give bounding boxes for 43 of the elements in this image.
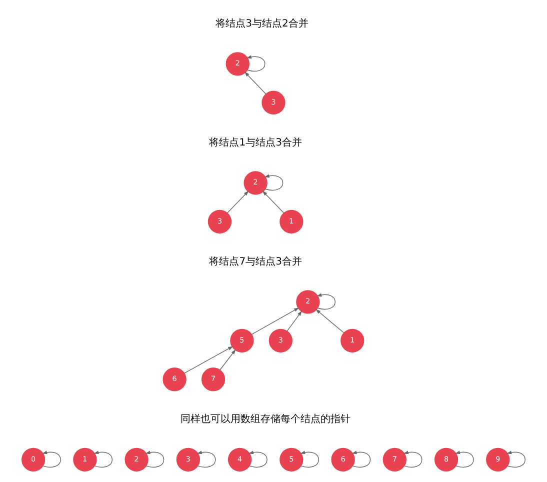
node-circle: 3 [176,448,200,472]
node-circle: 7 [201,368,226,392]
node-circle: 3 [208,210,232,234]
arrow [42,450,61,468]
arrow [262,190,284,214]
arrow [246,55,266,72]
node-circle: 5 [230,328,254,352]
arrow [316,309,344,334]
arrow [184,346,234,374]
arrow [94,450,113,468]
label: 将结点7与结点3合并 [209,256,302,268]
arrow [352,450,371,468]
arrow [196,450,216,468]
label: 将结点1与结点3合并 [209,137,302,148]
arrow [300,450,320,468]
label: 同样也可以用数组存储每个结点的指针 [180,414,351,426]
node-circle: 2 [124,448,148,472]
node-circle: 1 [340,328,364,352]
arrow [455,450,474,468]
arrow [244,72,266,94]
node-circle: 1 [280,210,304,234]
arrow [220,349,236,370]
node-circle: 1 [73,448,97,472]
node-circle: 5 [280,448,304,472]
arrow [145,450,164,468]
arrow [264,174,284,191]
arrow [506,450,526,468]
arrow [251,308,300,335]
node-circle: 3 [268,328,292,352]
node-circle: 8 [434,448,458,472]
arrow [403,450,422,468]
arrow [248,450,268,468]
label: 将结点3与结点2合并 [216,18,308,30]
arrow [226,190,249,214]
arrow [316,293,336,310]
node-circle: 3 [262,90,286,114]
node-circle: 7 [382,448,406,472]
node-circle: 4 [228,448,252,472]
node-circle: 9 [486,448,510,472]
node-circle: 6 [162,368,186,392]
node-circle: 0 [22,448,46,472]
arrow [286,310,302,332]
node-circle: 6 [331,448,355,472]
